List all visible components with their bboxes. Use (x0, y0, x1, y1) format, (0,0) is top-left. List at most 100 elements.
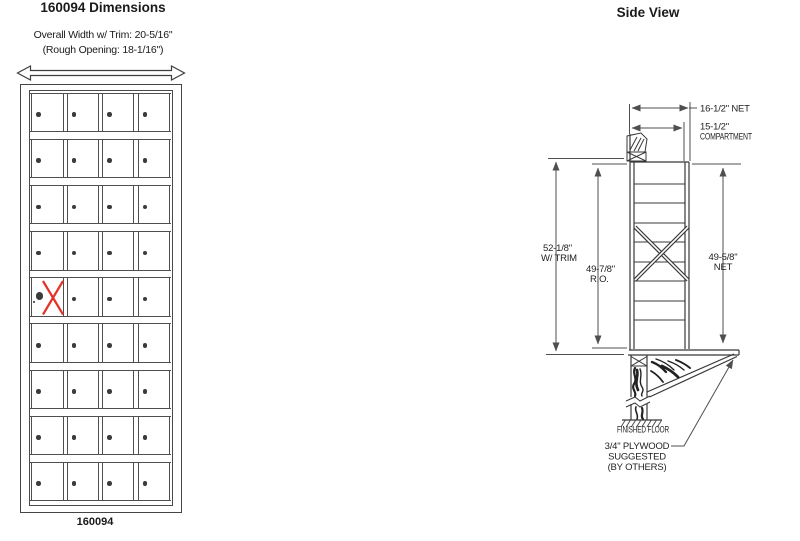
mailbox-door-crossed-out (31, 277, 64, 317)
compartment-depth-label2: COMPARTMENT (700, 132, 752, 143)
width-double-arrow-icon (16, 64, 186, 82)
shelf-line (30, 315, 171, 317)
lock-icon (71, 435, 77, 440)
mailbox-door (66, 92, 100, 133)
shelf-line (30, 408, 171, 409)
side-view-title: Side View (616, 5, 680, 20)
rough-opening-height-label: 49-7/8" (586, 264, 615, 275)
shelf-line (30, 131, 171, 133)
mailbox-door (137, 138, 170, 179)
mailbox-door (137, 231, 170, 271)
mailbox-door (102, 185, 135, 225)
support-brace (646, 353, 738, 398)
lock-detail-dot (32, 300, 36, 304)
net-height-label2: NET (714, 262, 733, 273)
mailbox-door (102, 92, 135, 133)
shelf-line (30, 323, 171, 325)
lock-icon (71, 481, 77, 486)
mailbox-door (66, 323, 100, 363)
model-number-label: 160094 (76, 516, 114, 528)
mailbox-door (66, 277, 100, 317)
mailbox-door (102, 138, 135, 179)
dim-with-trim: 52-1/8" W/ TRIM (541, 158, 624, 355)
mailbox-door (137, 369, 170, 409)
overall-width-label: Overall Width w/ Trim: 20-5/16" (33, 29, 173, 41)
lock-icon (36, 112, 41, 117)
mailbox-door (137, 323, 170, 363)
side-view-drawing: 16-1/2" NET 15-1/2" COMPARTMENT (541, 102, 752, 473)
shelf-line (30, 231, 171, 233)
shelf-line (30, 177, 171, 179)
lock-icon (107, 342, 112, 348)
dim-rough-opening: 49-7/8" R.O. (586, 163, 627, 349)
lock-icon (36, 342, 41, 348)
mailbox-cabinet-front (20, 84, 182, 513)
cross-brace (633, 225, 690, 282)
lock-icon (107, 296, 112, 302)
plywood-note-label3: (BY OTHERS) (608, 462, 667, 473)
shelf-line (30, 361, 171, 363)
lock-icon (142, 250, 148, 256)
door-grid (28, 89, 173, 506)
red-x-icon (41, 280, 64, 316)
lock-icon (36, 204, 41, 210)
lock-icon (107, 112, 112, 117)
lock-icon (107, 435, 112, 440)
lock-icon (142, 389, 148, 394)
lock-icon (71, 342, 77, 348)
mailbox-door (102, 323, 135, 363)
lock-icon (35, 292, 44, 300)
mailbox-door (66, 231, 100, 271)
cabinet-side-profile (629, 134, 690, 350)
lock-icon (142, 204, 148, 210)
mailbox-door (31, 138, 64, 179)
lock-icon (142, 296, 148, 302)
mailbox-door (137, 185, 170, 225)
shelf-line (30, 185, 171, 186)
mailbox-door (102, 461, 135, 502)
trim-detail (626, 132, 648, 162)
dim-net-height: 49-5/8" NET (692, 163, 741, 344)
lock-icon (142, 481, 148, 486)
shelf-line (30, 500, 171, 502)
plywood-note-label2: SUGGESTED (608, 452, 666, 463)
lock-icon (36, 481, 41, 486)
shelf-line (30, 369, 171, 371)
lock-icon (107, 204, 112, 210)
lock-icon (71, 389, 77, 394)
plywood-note-label: 3/4" PLYWOOD (605, 441, 670, 452)
finished-floor-label: FINISHED FLOOR (617, 425, 669, 436)
mailbox-door (31, 231, 64, 271)
net-height-label: 49-5/8" (709, 252, 738, 263)
plywood-note: 3/4" PLYWOOD SUGGESTED (BY OTHERS) (605, 359, 734, 473)
mailbox-door (137, 277, 170, 317)
counter-shelf (628, 349, 740, 356)
floor: FINISHED FLOOR (617, 419, 669, 436)
lock-icon (142, 158, 148, 163)
dim-net-width: 16-1/2" NET (629, 102, 750, 161)
mailbox-door (102, 231, 135, 271)
lock-icon (71, 250, 77, 256)
mailbox-door (66, 415, 100, 456)
mailbox-door (137, 461, 170, 502)
front-view-title: 160094 Dimensions (40, 0, 166, 15)
shelf-line (30, 461, 171, 463)
mailbox-door (31, 92, 64, 133)
shelf-line (30, 454, 171, 456)
lock-icon (142, 112, 148, 117)
with-trim-label: 52-1/8" (543, 243, 572, 254)
mailbox-door (102, 277, 135, 317)
lock-icon (71, 158, 77, 163)
lock-icon (36, 389, 41, 394)
dim-compartment: 15-1/2" COMPARTMENT (631, 122, 752, 161)
shelf-line (30, 269, 171, 271)
shelf-line (30, 223, 171, 225)
rough-opening-height-label2: R.O. (590, 274, 609, 285)
lock-icon (107, 250, 112, 256)
mailbox-door (31, 415, 64, 456)
lock-icon (107, 158, 112, 163)
rough-opening-label: (Rough Opening: 18-1/16") (42, 44, 164, 56)
lock-icon (71, 112, 77, 117)
mailbox-door (66, 461, 100, 502)
